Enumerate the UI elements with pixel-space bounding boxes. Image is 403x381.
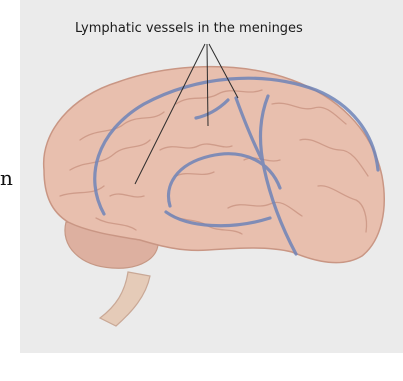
brain-stem <box>100 272 150 326</box>
diagram-title: Lymphatic vessels in the meninges <box>75 21 303 36</box>
